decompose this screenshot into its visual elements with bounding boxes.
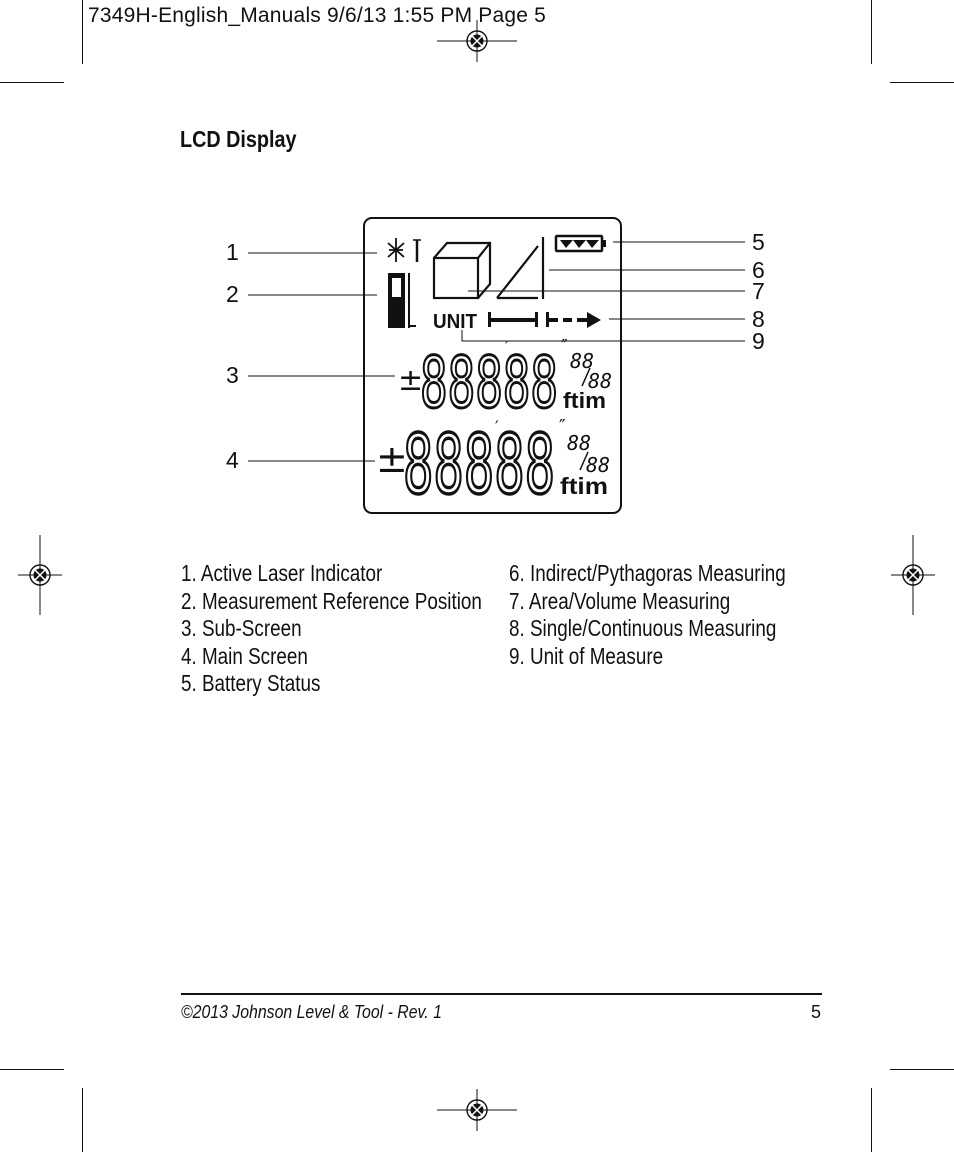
callout-9-leader: [461, 330, 745, 342]
callout-number-4: 4: [226, 447, 239, 473]
callout-number-9: 9: [752, 328, 765, 354]
callout-number-6: 6: [752, 257, 765, 283]
section-title: LCD Display: [180, 126, 297, 152]
print-slug-line: 7349H-English_Manuals 9/6/13 1:55 PM Pag…: [88, 4, 547, 27]
legend-left-column: 1. Active Laser Indicator 2. Measurement…: [181, 560, 482, 698]
callout-number-1: 1: [226, 239, 239, 265]
legend-item: 5. Battery Status: [181, 670, 321, 696]
main-screen-feet-mark: ′: [495, 417, 499, 436]
main-screen-inch-mark: ″: [559, 416, 566, 437]
footer-page-number: 5: [811, 1002, 822, 1022]
registration-mark-right-icon: [891, 535, 935, 615]
legend-item: 2. Measurement Reference Position: [181, 587, 482, 614]
callout-number-8: 8: [752, 306, 765, 332]
registration-mark-top-icon: [437, 20, 517, 62]
main-screen-digits: 88888: [403, 418, 555, 513]
unit-of-measure-label: UNIT: [433, 311, 477, 333]
legend-item: 8. Single/Continuous Measuring: [509, 615, 777, 641]
main-screen-small-digits-bottom: 88: [586, 453, 610, 477]
single-continuous-measuring-icon: [488, 312, 601, 328]
callout-number-3: 3: [226, 362, 239, 388]
laser-indicator-icon: [387, 238, 405, 262]
legend-item: 4. Main Screen: [181, 642, 308, 669]
sub-screen-feet-mark: ′: [505, 337, 509, 356]
crop-mark-top-left-vertical: [82, 0, 83, 64]
legend-item: 7. Area/Volume Measuring: [509, 587, 731, 614]
main-screen-small-digits-top: 88: [567, 431, 591, 455]
crop-mark-top-right-horizontal: [890, 82, 954, 83]
crop-mark-bottom-left-vertical: [82, 1088, 83, 1152]
crop-mark-bottom-right-vertical: [871, 1088, 872, 1152]
pythagoras-triangle-icon: [496, 237, 545, 300]
registration-mark-left-icon: [18, 535, 62, 615]
callout-number-2: 2: [226, 281, 239, 307]
sub-screen: ± 88888 ′ ″ 88 88 ftim: [398, 336, 612, 426]
legend-item: 1. Active Laser Indicator: [181, 560, 383, 586]
callout-number-7: 7: [752, 278, 765, 304]
lcd-display-diagram: 1 2 3 4 5 6 7 8 9 UNIT: [226, 217, 765, 515]
sub-screen-digits: 88888: [420, 342, 558, 424]
sub-screen-inch-mark: ″: [561, 336, 568, 357]
reference-position-icon: [388, 273, 416, 328]
main-screen-plus-minus: ±: [376, 437, 408, 481]
footer-rule: [181, 993, 822, 995]
legend-item: 6. Indirect/Pythagoras Measuring: [509, 560, 786, 586]
main-screen: ± 88888 ′ ″ 88 88 ftim: [376, 416, 610, 515]
footer-copyright: ©2013 Johnson Level & Tool - Rev. 1: [181, 1002, 442, 1022]
sub-screen-small-digits-bottom: 88: [588, 369, 612, 393]
crop-mark-bottom-right-horizontal: [890, 1069, 954, 1070]
callout-number-5: 5: [752, 229, 765, 255]
lcd-screen-frame: [363, 217, 622, 514]
crop-mark-top-left-horizontal: [0, 82, 64, 83]
legend-right-column: 6. Indirect/Pythagoras Measuring 7. Area…: [509, 560, 786, 670]
area-volume-cube-icon: [432, 241, 492, 300]
battery-status-icon: [554, 234, 606, 253]
sub-screen-plus-minus: ±: [398, 363, 423, 398]
crop-mark-top-right-vertical: [871, 0, 872, 64]
registration-mark-bottom-icon: [437, 1089, 517, 1131]
legend-item: 9. Unit of Measure: [509, 642, 664, 669]
main-screen-unit-text: ftim: [560, 473, 608, 499]
sub-screen-unit-text: ftim: [563, 388, 606, 413]
legend-item: 3. Sub-Screen: [181, 615, 302, 641]
crop-mark-bottom-left-horizontal: [0, 1069, 64, 1070]
